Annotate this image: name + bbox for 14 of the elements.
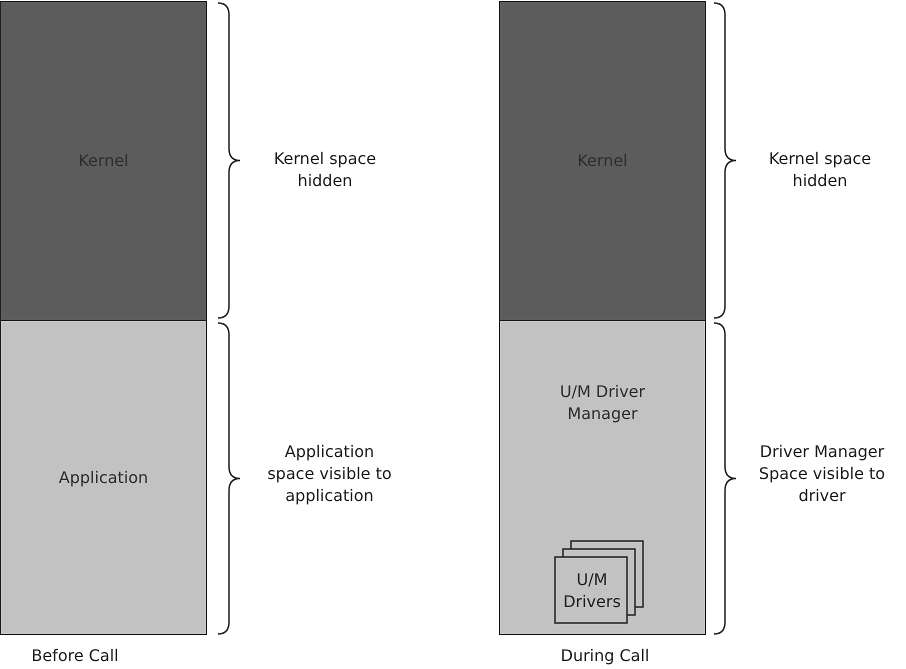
- node-label: U/M Driver Manager: [558, 380, 646, 424]
- driver-card-stack: [555, 541, 645, 625]
- caption: Before Call: [30, 645, 120, 667]
- node-label: Application: [58, 466, 150, 488]
- driver-manager-region: [499, 320, 706, 635]
- node-label: U/M Drivers: [562, 569, 622, 613]
- application-region: [0, 320, 207, 635]
- region-description: Driver Manager Space visible to driver: [758, 441, 886, 507]
- region-description: Application space visible to application: [266, 441, 393, 507]
- kernel-region: [499, 1, 706, 321]
- caption: During Call: [560, 645, 650, 667]
- kernel-region: [0, 1, 207, 321]
- region-description: Kernel space hidden: [272, 148, 378, 192]
- region-description: Kernel space hidden: [768, 148, 872, 192]
